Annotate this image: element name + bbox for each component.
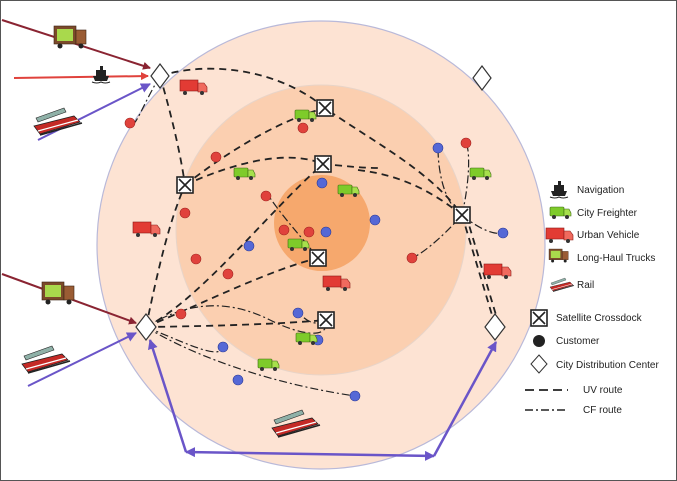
- crossdock-icon: [309, 249, 327, 267]
- red-truck-icon: [545, 227, 574, 244]
- customer-dot: [210, 151, 222, 163]
- customer-dot: [124, 117, 136, 129]
- legend-cf-route: CF route: [583, 405, 622, 416]
- ship-icon: [91, 65, 111, 84]
- crossdock-icon: [453, 206, 471, 224]
- customer-dot: [278, 224, 290, 236]
- legend-navigation: Navigation: [577, 185, 624, 196]
- crossdock-icon: [316, 99, 334, 117]
- rail-links: [147, 339, 498, 461]
- customer-dot: [406, 252, 418, 264]
- legend-city-freighter: City Freighter: [577, 208, 638, 219]
- distribution-centers: [135, 63, 506, 341]
- customer-dot: [232, 374, 244, 386]
- customer-dot: [432, 142, 444, 154]
- customer-dot: [217, 341, 229, 353]
- legend: Navigation City Freighter Urban Vehicle …: [525, 180, 659, 416]
- customer-dot-icon: [533, 335, 545, 347]
- long-haul-truck-icon: [41, 281, 75, 305]
- customer-dot: [316, 177, 328, 189]
- customer-dot: [222, 268, 234, 280]
- customer-dot: [460, 137, 472, 149]
- crossdock-icon: [176, 176, 194, 194]
- inbound-arrows: [1, 19, 151, 387]
- customer-dot: [497, 227, 509, 239]
- legend-city-distribution-center: City Distribution Center: [556, 360, 659, 371]
- diamond-icon: [472, 65, 492, 91]
- train-icon: [549, 277, 575, 292]
- customer-dot: [320, 226, 332, 238]
- customers-red: [124, 117, 472, 320]
- legend-rail: Rail: [577, 280, 594, 291]
- long-haul-trucks: [41, 25, 87, 305]
- legend-urban-vehicle: Urban Vehicle: [577, 230, 640, 241]
- customer-dot: [292, 307, 304, 319]
- legend-customer: Customer: [556, 336, 600, 347]
- customers-blue: [217, 142, 509, 402]
- customer-dot: [243, 240, 255, 252]
- customer-dot: [179, 207, 191, 219]
- customer-dot: [369, 214, 381, 226]
- customer-dot: [297, 122, 309, 134]
- customer-dot: [260, 190, 272, 202]
- legend-uv-route: UV route: [583, 385, 623, 396]
- legend-satellite-crossdock: Satellite Crossdock: [556, 313, 643, 324]
- long-haul-truck-icon: [548, 248, 569, 263]
- customer-dot: [349, 390, 361, 402]
- green-van-icon: [549, 206, 572, 220]
- diamond-icon: [135, 313, 157, 341]
- crossdock-icon: [314, 155, 332, 173]
- ship-icon: [549, 180, 569, 199]
- diamond-icon: [484, 313, 506, 341]
- customer-dot: [303, 226, 315, 238]
- crossdock-icon: [530, 309, 548, 327]
- legend-long-haul-trucks: Long-Haul Trucks: [577, 253, 655, 264]
- customer-dot: [190, 253, 202, 265]
- customer-dot: [175, 308, 187, 320]
- diamond-icon: [150, 63, 170, 89]
- long-haul-truck-icon: [53, 25, 87, 49]
- diamond-icon: [530, 354, 548, 374]
- crossdock-icon: [317, 311, 335, 329]
